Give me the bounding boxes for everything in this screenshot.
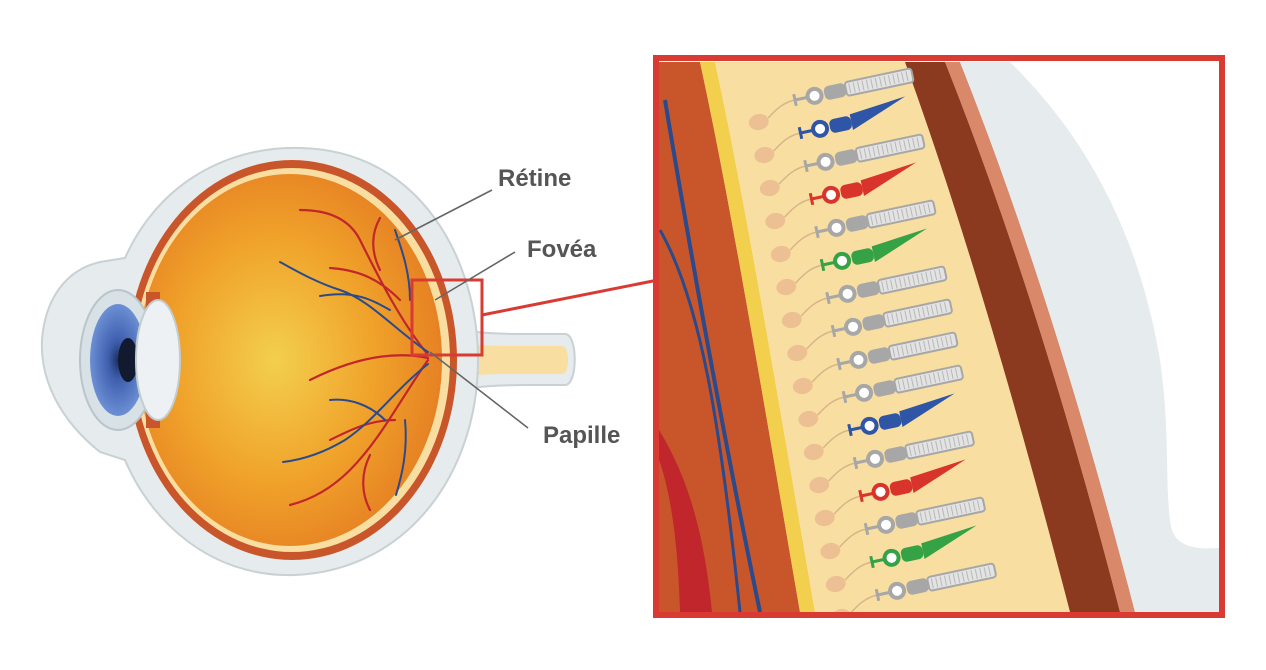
zoom-artery: [659, 430, 712, 612]
zoom-choroid: [659, 62, 800, 612]
cone-cell-blue: [803, 393, 955, 461]
cone-cell-red: [814, 459, 966, 527]
zoom-vein-1: [663, 99, 762, 612]
rod-cell: [748, 67, 915, 131]
cone-cell-blue: [754, 96, 906, 164]
retina-leader: [394, 189, 493, 241]
pupil: [118, 338, 138, 382]
zoom-frame: [653, 55, 1225, 618]
rod-cell: [798, 364, 964, 428]
zoom-retina: [715, 62, 1070, 612]
rod-cell: [809, 430, 975, 494]
zoom-choroid-outer: [945, 62, 1135, 612]
rod-cell: [759, 133, 926, 197]
rod-cell: [820, 496, 986, 560]
eye-cross-section: [40, 146, 659, 577]
zoom-epithelium: [905, 62, 1120, 612]
cone-cell-green: [825, 525, 977, 593]
label-retina: Rétine: [498, 165, 572, 192]
cone-cell-green: [776, 228, 928, 296]
fovea-highlight-box: [410, 278, 484, 357]
rod-cell: [792, 331, 959, 395]
label-fovea: Fovéa: [527, 236, 597, 263]
cone-cell-red: [765, 162, 917, 230]
zoom-sclera: [960, 62, 1219, 612]
zoom-connector: [481, 278, 659, 317]
papilla-leader: [429, 351, 529, 429]
zoom-macula-band: [700, 62, 815, 612]
rod-cell: [781, 265, 948, 329]
rod-cell: [787, 298, 953, 362]
zoom-vein-2: [659, 229, 742, 612]
fovea-leader: [434, 251, 516, 301]
rod-cell: [770, 199, 937, 263]
photoreceptor-layer: [748, 67, 997, 612]
zoom-panel: [653, 55, 1225, 618]
lens: [135, 299, 181, 421]
rod-cell: [831, 562, 997, 612]
label-papilla: Papille: [543, 422, 621, 449]
